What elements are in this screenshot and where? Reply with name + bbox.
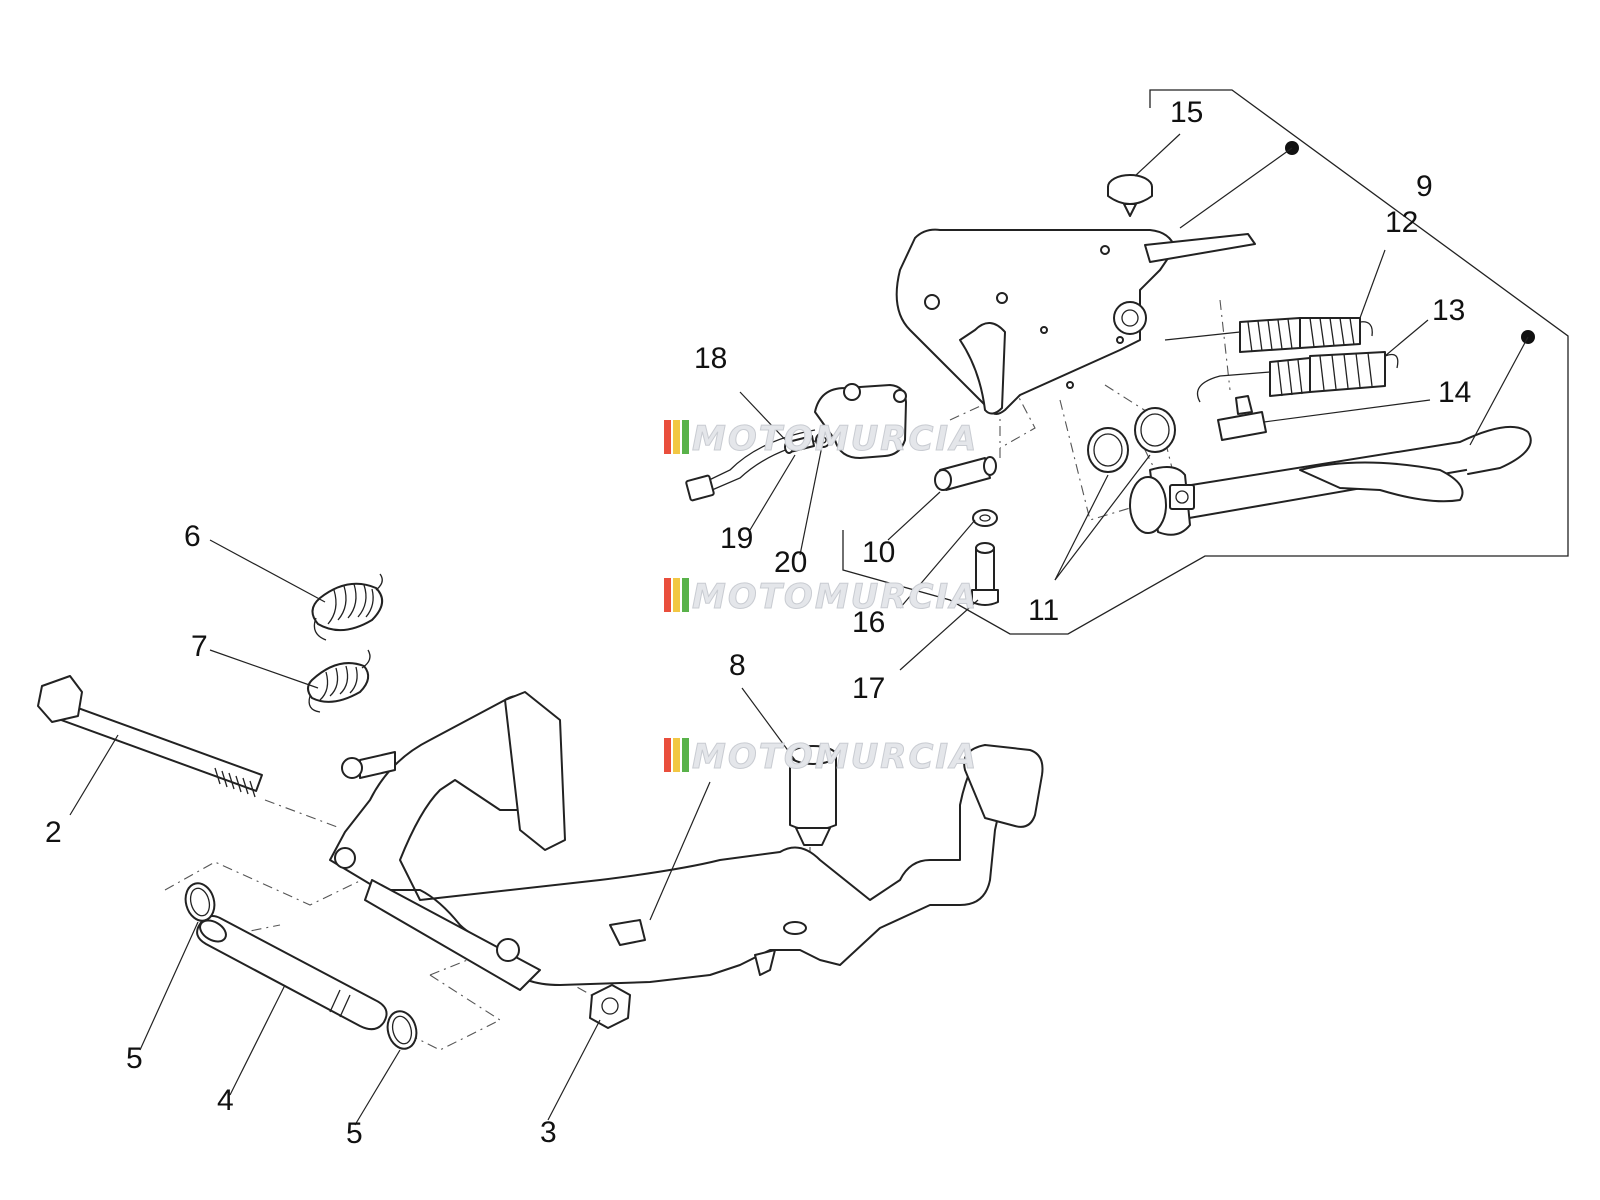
washer	[972, 509, 998, 527]
watermark-stripe-yellow	[673, 578, 680, 612]
callout-20: 20	[774, 546, 807, 579]
cap-screw	[971, 542, 999, 606]
o-ring-left	[1087, 427, 1129, 473]
callout-11: 11	[1028, 594, 1059, 627]
sidestand-bracket	[895, 141, 1299, 415]
return-spring-upper	[1164, 317, 1373, 353]
watermark-stripe-green	[682, 738, 689, 772]
callout-13: 13	[1432, 294, 1465, 327]
bolt	[37, 675, 263, 798]
kit-boundary	[842, 89, 1569, 635]
callout-10: 10	[862, 536, 895, 569]
stand-stop	[1217, 395, 1267, 441]
callout-18: 18	[694, 342, 727, 375]
callout-17: 17	[852, 672, 885, 705]
callout-14: 14	[1438, 376, 1471, 409]
switch-washer	[815, 432, 831, 448]
watermark-stripe-red	[664, 578, 671, 612]
rubber-cap	[1107, 174, 1153, 217]
callout-7: 7	[191, 630, 208, 663]
watermark-text: MOTOMURCIA	[692, 577, 978, 617]
callout-5-left: 5	[126, 1042, 143, 1075]
watermark-1: MOTOMURCIA	[664, 419, 978, 460]
watermark-text: MOTOMURCIA	[692, 737, 978, 777]
callout-8: 8	[729, 649, 746, 682]
return-spring-lower	[1196, 351, 1399, 403]
switch-screw	[784, 435, 815, 454]
pivot-bush	[934, 456, 997, 491]
circlip-left	[184, 882, 216, 922]
watermark-stripe-yellow	[673, 738, 680, 772]
callout-4: 4	[217, 1084, 234, 1117]
watermark-text: MOTOMURCIA	[692, 419, 978, 459]
callout-6: 6	[184, 520, 201, 553]
watermark-stripe-green	[682, 578, 689, 612]
o-ring-right	[1134, 407, 1176, 453]
rubber-stop	[789, 745, 837, 846]
circlip-right	[386, 1010, 418, 1050]
side-stand-leg	[1129, 330, 1535, 536]
callout-2: 2	[45, 816, 62, 849]
pivot-pin	[196, 915, 388, 1031]
stand-switch	[685, 383, 907, 502]
callout-15: 15	[1170, 96, 1203, 129]
callout-3: 3	[540, 1116, 557, 1149]
watermark-stripe-green	[682, 420, 689, 454]
spring-large	[311, 573, 383, 641]
callout-19: 19	[720, 522, 753, 555]
watermark-stripe-red	[664, 738, 671, 772]
callout-9: 9	[1416, 170, 1433, 203]
spring-small	[307, 649, 371, 713]
callout-16: 16	[852, 606, 885, 639]
watermark-2: MOTOMURCIA	[664, 577, 978, 618]
watermark-3: MOTOMURCIA	[664, 737, 978, 778]
watermark-stripe-yellow	[673, 420, 680, 454]
callout-12: 12	[1385, 206, 1418, 239]
lock-nut	[589, 984, 631, 1029]
callout-5-right: 5	[346, 1117, 363, 1150]
callouts: 2 3 4 5 5 6 7 8 9 10 11 12 13 14 15 16 1…	[45, 96, 1471, 1150]
centre-stand	[329, 691, 1044, 991]
watermark-stripe-red	[664, 420, 671, 454]
leader-lines	[69, 133, 1529, 1126]
